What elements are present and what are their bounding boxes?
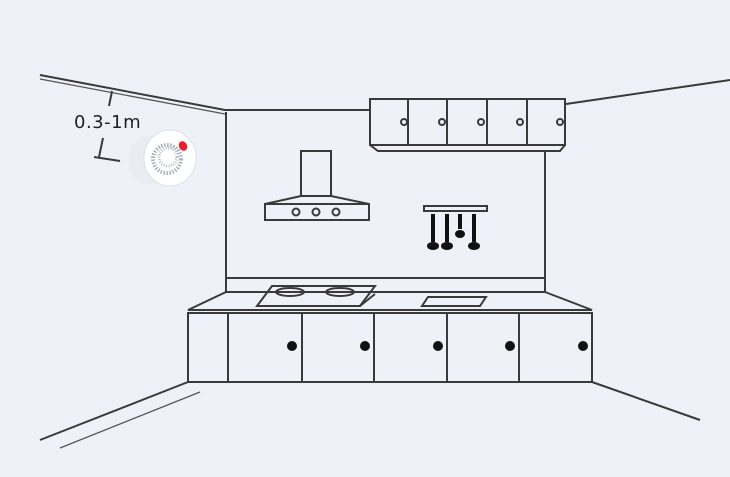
distance-label: 0.3-1m [74, 112, 142, 133]
upper-cabinets [369, 98, 566, 152]
dimension-marker [93, 90, 121, 162]
floor-lines [39, 381, 701, 449]
gas-stove [255, 285, 377, 307]
back-wall [225, 112, 546, 292]
utensil-rack [423, 205, 488, 250]
range-hood [264, 150, 370, 221]
ceiling-lines [39, 74, 730, 115]
lower-cabinets [187, 312, 593, 383]
countertop [187, 291, 593, 314]
sink [420, 296, 488, 307]
gas-detector [128, 129, 197, 187]
